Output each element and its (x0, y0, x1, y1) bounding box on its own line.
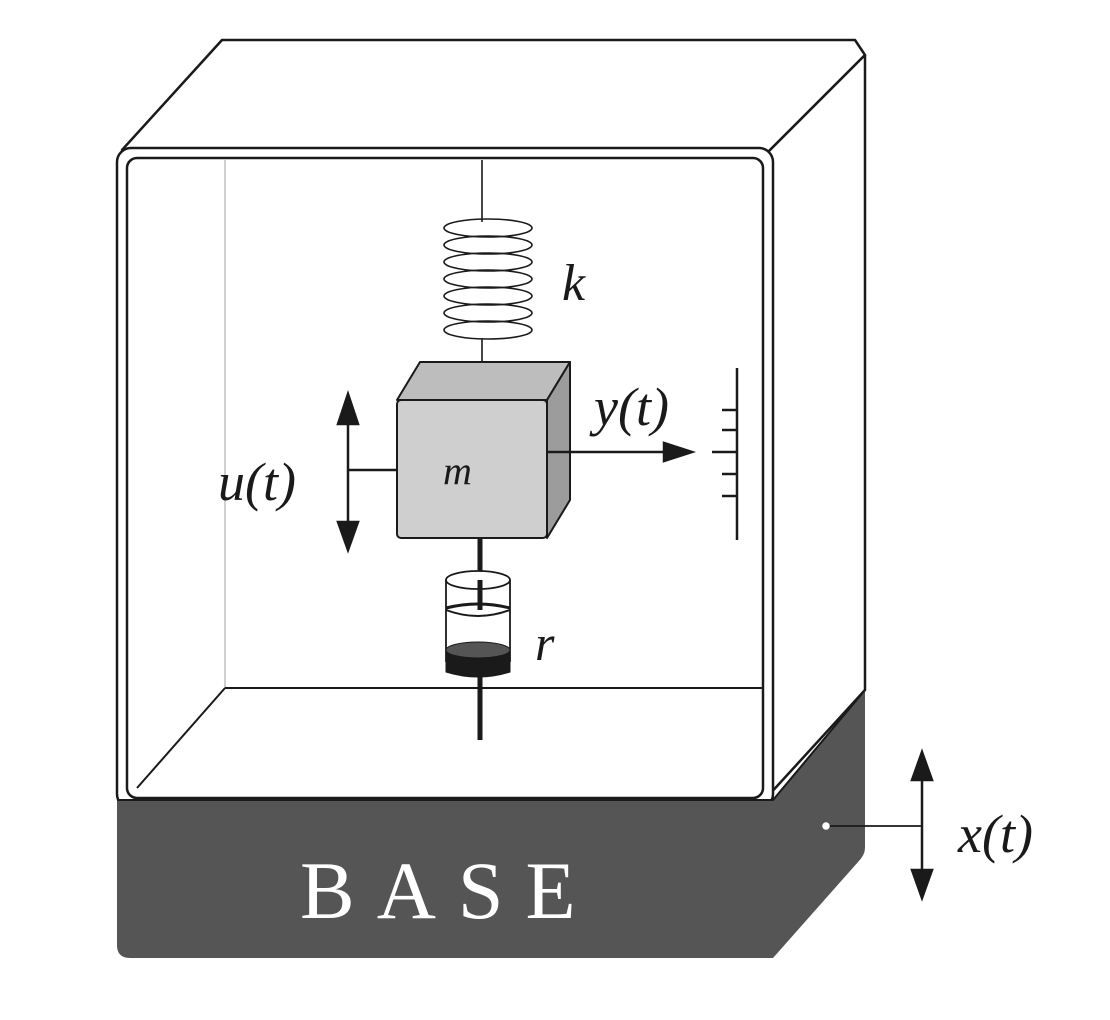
force-arrow-up-icon (336, 390, 360, 426)
mass-front-face (396, 399, 548, 539)
base-arrow-down-icon (910, 868, 934, 902)
base-label: BASE (300, 845, 598, 936)
base-arrow-up-icon (910, 748, 934, 782)
mass-label: m (443, 448, 472, 493)
spring (443, 160, 533, 372)
base-block: BASE (117, 689, 866, 958)
housing-top-face (120, 38, 867, 154)
force-label: u(t) (218, 452, 296, 512)
damper-label: r (535, 615, 555, 671)
displacement-scale (712, 368, 739, 540)
damper (445, 538, 511, 740)
base-front (117, 800, 773, 958)
force-arrow-down-icon (336, 520, 360, 554)
pointer-arrow-icon (662, 441, 697, 463)
base-motion-arrow (822, 748, 934, 902)
base-side (773, 690, 865, 958)
housing-right-face (766, 53, 867, 798)
displacement-label: y(t) (589, 377, 669, 437)
force-arrow (336, 390, 397, 554)
mass-top-face (396, 361, 571, 401)
mass-block (396, 361, 571, 539)
interior-floor-lines (136, 160, 763, 789)
base-motion-label: x(t) (957, 804, 1033, 864)
spring-label: k (562, 255, 586, 312)
displacement-pointer (547, 441, 697, 463)
